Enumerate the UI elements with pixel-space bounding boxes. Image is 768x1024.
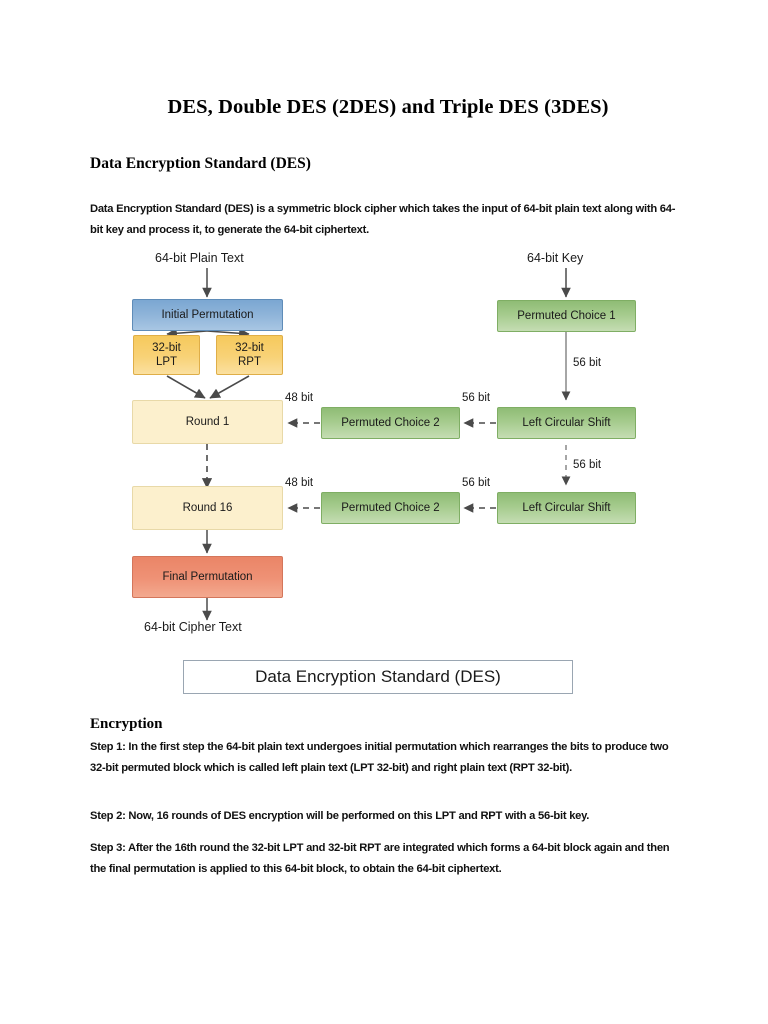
des-flow-diagram: 64-bit Plain Text 64-bit Key Initial Per… [0,245,768,645]
section-heading-des: Data Encryption Standard (DES) [90,155,311,172]
node-round-16[interactable]: Round 16 [132,486,283,530]
node-permuted-choice-1[interactable]: Permuted Choice 1 [497,300,636,332]
paragraph-step-3: Step 3: After the 16th round the 32-bit … [90,842,670,875]
node-left-circular-shift-2[interactable]: Left Circular Shift [497,492,636,524]
label-56bit-lcs2-pc2: 56 bit [462,477,491,489]
label-56bit-pc1-lcs1: 56 bit [573,357,602,369]
figure-caption-box: Data Encryption Standard (DES) [183,660,573,694]
node-round-1[interactable]: Round 1 [132,400,283,444]
label-56bit-lcs1-pc2: 56 bit [462,392,491,404]
node-rpt-line1: 32-bit [235,341,264,354]
section-heading-encryption: Encryption [90,716,163,732]
label-48bit-pc2-round1: 48 bit [285,392,314,404]
label-56bit-lcs1-lcs2: 56 bit [573,459,602,471]
label-cipher-text: 64-bit Cipher Text [144,620,242,634]
label-plain-text: 64-bit Plain Text [155,251,244,265]
node-final-permutation[interactable]: Final Permutation [132,556,283,598]
node-lpt-line2: LPT [155,356,178,368]
node-lpt-line1: 32-bit [152,341,181,354]
node-initial-permutation[interactable]: Initial Permutation [132,299,283,331]
node-lpt[interactable]: 32-bit LPT [133,335,200,375]
diagram-arrows [166,268,571,621]
document-title: DES, Double DES (2DES) and Triple DES (3… [167,96,609,118]
node-permuted-choice-2-2[interactable]: Permuted Choice 2 [321,492,460,524]
label-key: 64-bit Key [527,251,584,265]
paragraph-step-1: Step 1: In the first step the 64-bit pla… [90,741,669,774]
node-rpt[interactable]: 32-bit RPT [216,335,283,375]
paragraph-intro: Data Encryption Standard (DES) is a symm… [90,203,676,236]
label-48bit-pc2-round16: 48 bit [285,477,314,489]
node-left-circular-shift-1[interactable]: Left Circular Shift [497,407,636,439]
paragraph-step-2: Step 2: Now, 16 rounds of DES encryption… [90,810,590,822]
node-permuted-choice-2-1[interactable]: Permuted Choice 2 [321,407,460,439]
node-rpt-line2: RPT [238,356,261,368]
